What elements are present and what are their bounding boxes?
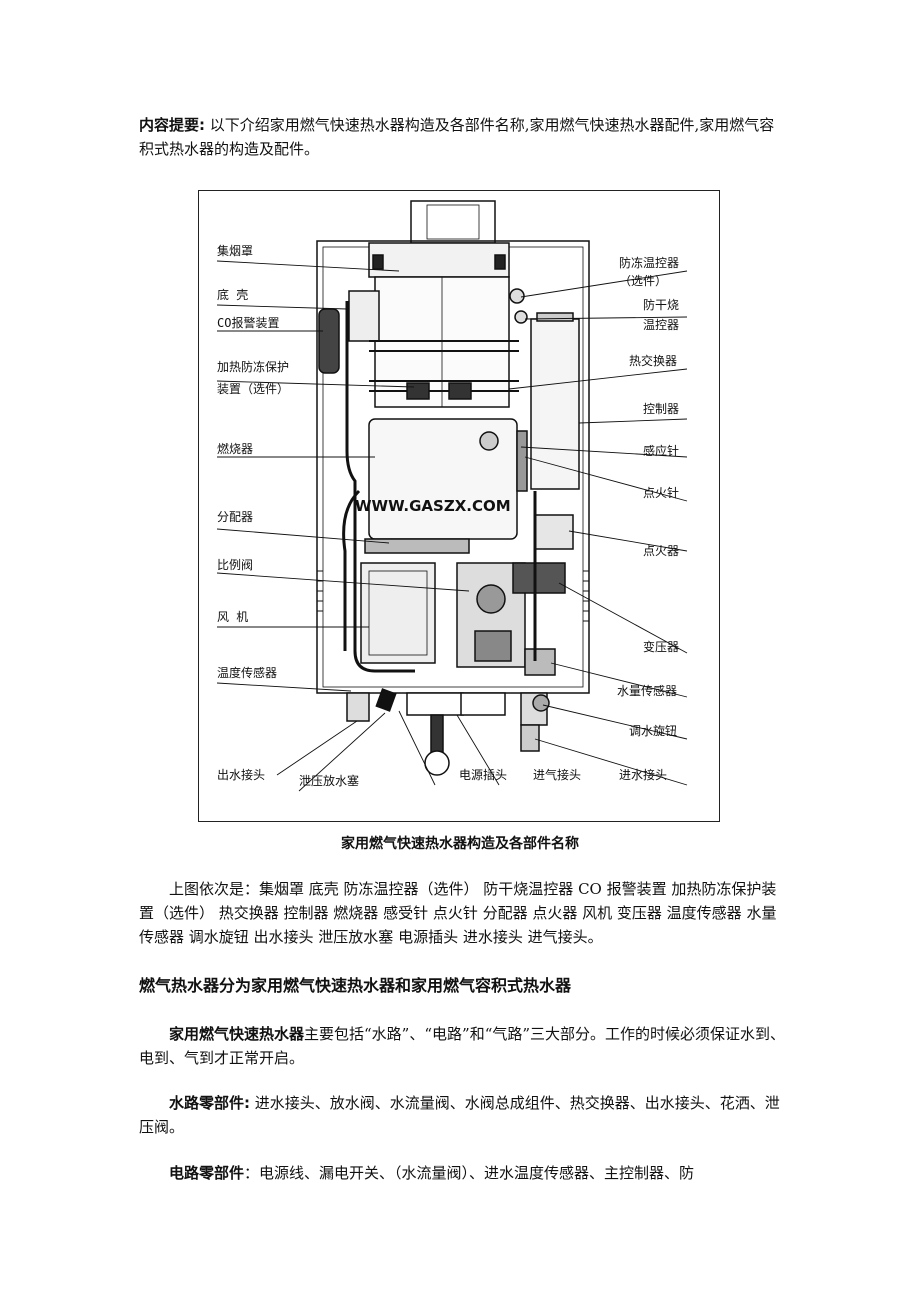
label-dry-burn-2: 温控器 (643, 318, 679, 332)
igniter-shape (534, 514, 574, 550)
label-antifreeze-heater-2: 装置（选件） (217, 382, 289, 396)
label-antifreeze-thermostat-1: 防冻温控器 (619, 255, 679, 270)
water-parts-label: 水路零部件: (169, 1094, 250, 1112)
drain-plug-shape (375, 688, 397, 712)
label-water-knob: 调水旋钮 (629, 723, 677, 738)
label-antifreeze-heater-1: 加热防冻保护 (217, 359, 289, 374)
label-water-flow-sensor: 水量传感器 (617, 683, 677, 698)
label-drain-plug: 泄压放水塞 (299, 773, 359, 788)
fast-heater-text: 主要包括“水路”、“电路”和“气路”三大部分。工作的时候必须保证水到、电到、气到… (139, 1025, 786, 1067)
label-transformer: 变压器 (643, 639, 679, 654)
controller-shape (530, 318, 580, 490)
leader-lines (216, 260, 688, 792)
label-smoke-hood: 集烟罩 (217, 243, 253, 258)
fast-heater-paragraph: 家用燃气快速热水器主要包括“水路”、“电路”和“气路”三大部分。工作的时候必须保… (139, 1022, 787, 1070)
smoke-hood-shape (368, 242, 510, 278)
electric-parts-text: ：电源线、漏电开关、（水流量阀）、进水温度传感器、主控制器、防 (244, 1164, 695, 1182)
water-sensor-shape (524, 648, 556, 676)
water-heater-diagram: WWW.GASZX.COM (198, 190, 720, 822)
power-plug-shape (430, 714, 444, 756)
label-antifreeze-thermostat-2: （选件） (619, 274, 667, 288)
label-heat-exchanger: 热交换器 (629, 353, 677, 368)
label-water-inlet: 进水接头 (619, 767, 667, 782)
fast-heater-label: 家用燃气快速热水器 (169, 1025, 305, 1043)
diagram-drawing: WWW.GASZX.COM (216, 200, 688, 792)
outlet-fitting-shape (346, 692, 370, 722)
label-gas-inlet: 进气接头 (533, 767, 581, 782)
label-igniter: 点火器 (643, 544, 679, 558)
label-dry-burn-1: 防干烧 (643, 297, 679, 312)
transformer-shape (512, 562, 566, 594)
distributor-shape (364, 538, 470, 554)
component-order-paragraph: 上图依次是：集烟罩 底壳 防冻温控器（选件） 防干烧温控器 CO 报警装置 加热… (139, 880, 777, 946)
section-heading: 燃气热水器分为家用燃气快速热水器和家用燃气容积式热水器 (139, 976, 572, 995)
watermark-text: WWW.GASZX.COM (355, 497, 511, 515)
label-water-outlet: 出水接头 (217, 767, 265, 782)
label-controller: 控制器 (643, 402, 679, 416)
water-parts-paragraph: 水路零部件: 进水接头、放水阀、水流量阀、水阀总成组件、热交换器、出水接头、花洒… (139, 1091, 787, 1139)
co-alarm-shape (318, 308, 340, 374)
label-burner: 燃烧器 (217, 441, 253, 456)
label-distributor: 分配器 (217, 510, 253, 524)
label-power-plug: 电源插头 (459, 768, 507, 782)
label-bottom-shell: 底 壳 (217, 287, 248, 302)
fan-shape (360, 562, 436, 664)
flue-collar (410, 200, 496, 244)
electric-parts-paragraph: 电路零部件：电源线、漏电开关、（水流量阀）、进水温度传感器、主控制器、防 (139, 1161, 787, 1185)
intro-paragraph: 内容提要: 以下介绍家用燃气快速热水器构造及各部件名称,家用燃气快速热水器配件,… (139, 113, 787, 161)
label-ignition-needle: 点火针 (643, 485, 679, 500)
electric-parts-label: 电路零部件 (169, 1164, 245, 1182)
label-co-alarm: CO报警装置 (217, 315, 279, 330)
intro-text: 以下介绍家用燃气快速热水器构造及各部件名称,家用燃气快速热水器配件,家用燃气容积… (139, 116, 775, 158)
water-parts-text: 进水接头、放水阀、水流量阀、水阀总成组件、热交换器、出水接头、花洒、泄压阀。 (139, 1094, 780, 1136)
label-temp-sensor: 温度传感器 (217, 665, 277, 680)
label-proportional-valve: 比例阀 (217, 558, 253, 572)
label-fan: 风 机 (217, 610, 248, 624)
intro-label: 内容提要: (139, 116, 205, 134)
figure-caption: 家用燃气快速热水器构造及各部件名称 (341, 836, 579, 852)
label-sensing-needle: 感应针 (643, 443, 679, 458)
